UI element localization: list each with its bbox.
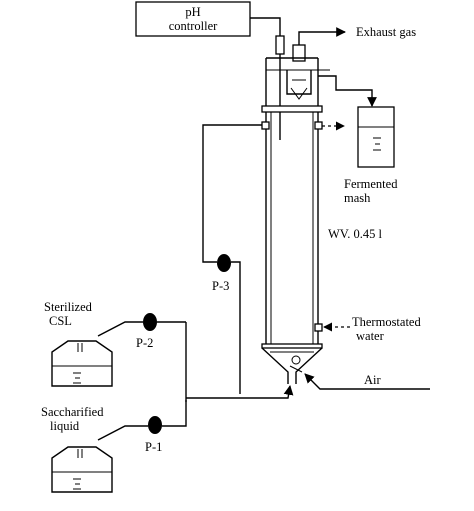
column-bottom	[261, 347, 323, 384]
saccharified-feed: P-1 Saccharified liquid	[41, 400, 187, 493]
manifold-to-column	[186, 385, 294, 399]
fermenter-column	[261, 57, 323, 349]
air-line	[304, 373, 430, 390]
sacch-line-b	[162, 400, 187, 427]
csl-vessel	[51, 340, 113, 387]
air-label: Air	[364, 373, 382, 387]
ph-signal-line	[250, 17, 281, 36]
sample-port-left	[261, 121, 270, 130]
csl-feed: P-2 Sterilized CSL	[44, 300, 186, 387]
overflow-line	[318, 75, 377, 107]
exhaust-gas-line	[298, 27, 346, 45]
sparger-line	[289, 365, 303, 373]
pump-2-label: P-2	[136, 336, 153, 350]
feed-manifold	[185, 322, 294, 402]
sample-port-right	[314, 121, 323, 130]
sample-port	[261, 121, 345, 131]
recycle-line: P-3	[202, 124, 262, 394]
pump-2-icon	[143, 313, 157, 331]
cone-right	[295, 347, 323, 384]
thermostated-label-1: Thermostated	[352, 315, 421, 329]
water-port	[314, 323, 323, 332]
recycle-upper	[202, 124, 262, 263]
sparger-bubble	[291, 355, 301, 365]
fermented-mash-vessel: Fermented mash	[344, 106, 398, 205]
csl-label-1: Sterilized	[44, 300, 93, 314]
settler-head	[266, 69, 377, 107]
sacch-vessel	[51, 446, 113, 493]
saccharified-label-1: Saccharified	[41, 405, 104, 419]
ph-controller: pH controller	[135, 1, 251, 37]
fermented-label-2: mash	[344, 191, 371, 205]
pump-3-label: P-3	[212, 279, 229, 293]
exhaust-gas: Exhaust gas	[292, 25, 416, 62]
ph-controller-label-2: controller	[169, 19, 218, 33]
csl-label-2: CSL	[49, 314, 72, 328]
sacch-line-a	[97, 425, 148, 441]
mash-vessel	[357, 106, 395, 168]
lower-flange	[261, 343, 323, 349]
ph-controller-box	[135, 1, 251, 37]
air-inlet: Air	[304, 373, 430, 390]
settler-funnel	[290, 87, 308, 100]
cone-left	[261, 347, 289, 384]
csl-line-a	[97, 321, 143, 337]
recycle-lower	[231, 261, 241, 394]
ph-controller-label-1: pH	[185, 5, 200, 19]
pump-1-label: P-1	[145, 440, 162, 454]
fermented-label-1: Fermented	[344, 177, 398, 191]
pump-3-icon	[217, 254, 231, 272]
ph-probe-line	[250, 17, 285, 140]
thermostated-water: Thermostated water	[314, 315, 421, 343]
upper-flange	[261, 105, 323, 113]
exhaust-gas-label: Exhaust gas	[356, 25, 416, 39]
settler-cup	[286, 70, 312, 95]
ph-probe-head	[275, 35, 285, 55]
working-volume-label: WV. 0.45 l	[328, 227, 382, 241]
thermostated-label-2: water	[356, 329, 385, 343]
pump-1-icon	[148, 416, 162, 434]
saccharified-label-2: liquid	[50, 419, 80, 433]
